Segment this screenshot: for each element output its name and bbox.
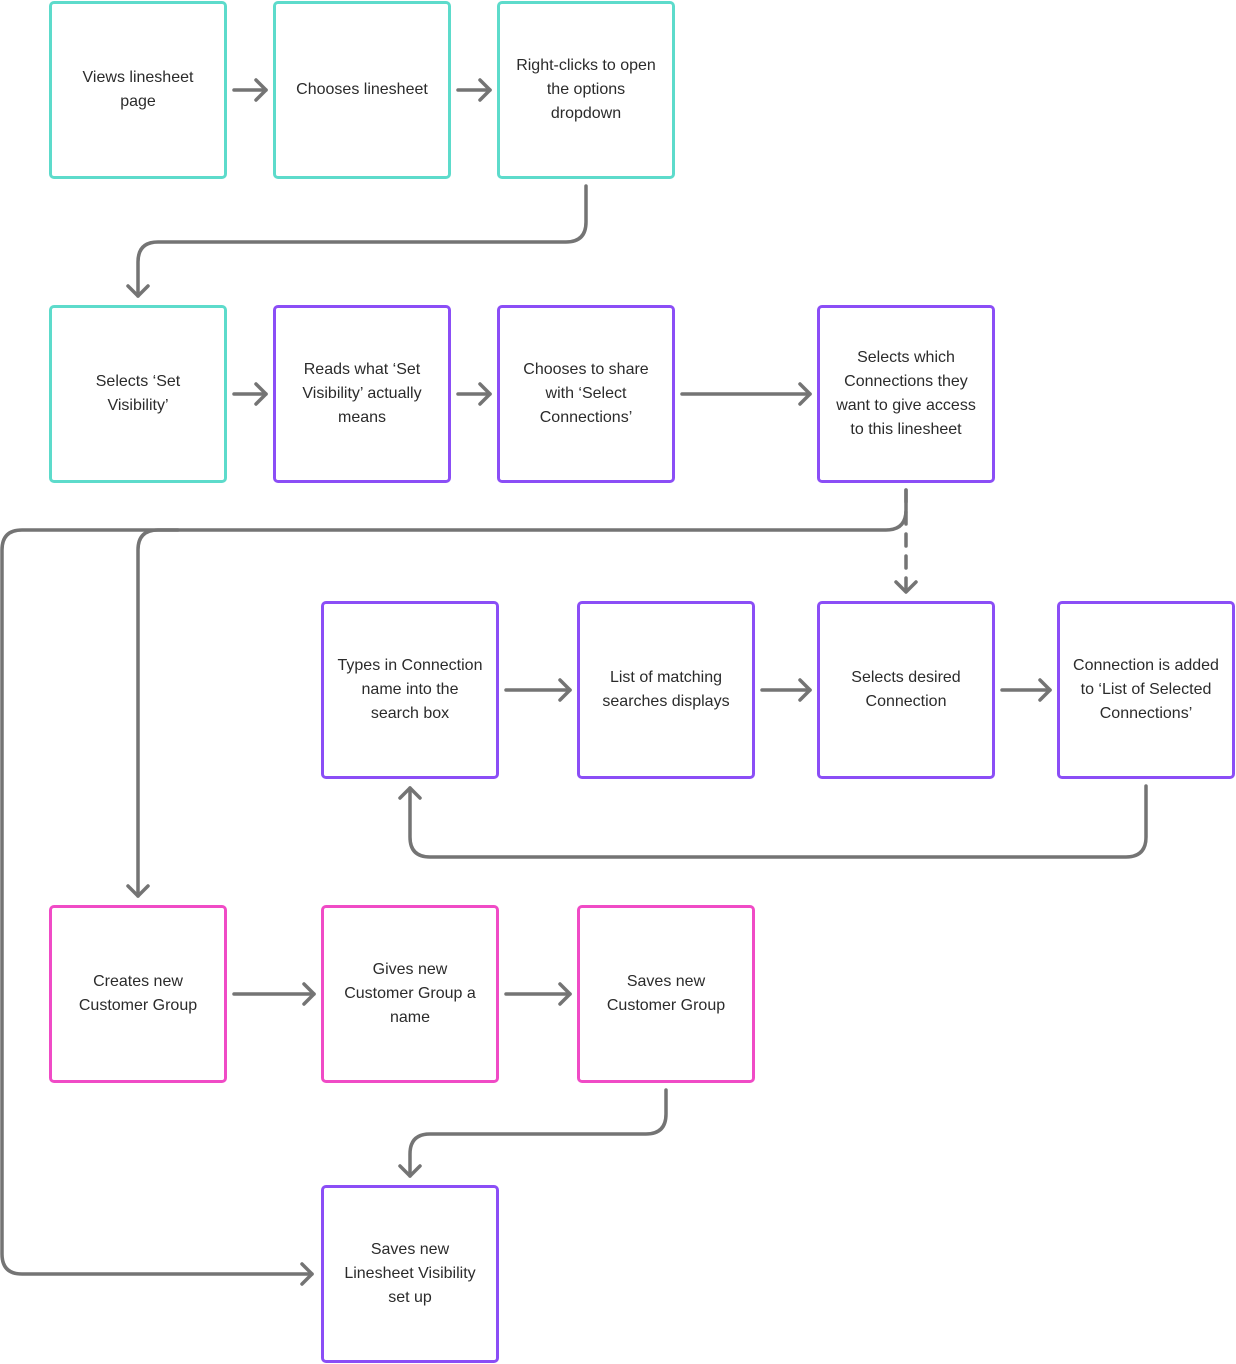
node-chooses-select-connections: Chooses to share with ‘Select Connection… xyxy=(497,305,675,483)
node-label: Selects desired Connection xyxy=(851,669,961,710)
node-selects-desired-connection: Selects desired Connection xyxy=(817,601,995,779)
edge-n14-n15 xyxy=(398,1088,668,1178)
node-label: Connection is added to ‘List of Selected… xyxy=(1073,657,1219,722)
node-chooses-linesheet: Chooses linesheet xyxy=(273,1,451,179)
node-label: Views linesheet page xyxy=(82,69,194,110)
node-names-customer-group: Gives new Customer Group a name xyxy=(321,905,499,1083)
node-label: Right-clicks to open the options dropdow… xyxy=(516,57,656,122)
node-list-matching-searches: List of matching searches displays xyxy=(577,601,755,779)
node-label: Chooses linesheet xyxy=(296,81,428,98)
node-label: Selects ‘Set Visibility’ xyxy=(95,373,181,414)
node-label: Reads what ‘Set Visibility’ actually mea… xyxy=(302,361,422,426)
node-saves-customer-group: Saves new Customer Group xyxy=(577,905,755,1083)
node-label: Creates new Customer Group xyxy=(78,973,198,1014)
edge-n3-n4 xyxy=(126,184,588,298)
node-reads-set-visibility: Reads what ‘Set Visibility’ actually mea… xyxy=(273,305,451,483)
node-views-linesheet-page: Views linesheet page xyxy=(49,1,227,179)
edge-n11-n8-loop xyxy=(398,784,1148,859)
node-label: List of matching searches displays xyxy=(602,669,730,710)
node-label: Chooses to share with ‘Select Connection… xyxy=(523,361,649,426)
node-connection-added: Connection is added to ‘List of Selected… xyxy=(1057,601,1235,779)
node-selects-which-connections: Selects which Connections they want to g… xyxy=(817,305,995,483)
node-label: Saves new Customer Group xyxy=(606,973,726,1014)
node-right-clicks-options: Right-clicks to open the options dropdow… xyxy=(497,1,675,179)
edge-n7-n12 xyxy=(126,528,180,898)
node-selects-set-visibility: Selects ‘Set Visibility’ xyxy=(49,305,227,483)
node-creates-customer-group: Creates new Customer Group xyxy=(49,905,227,1083)
node-label: Selects which Connections they want to g… xyxy=(836,349,976,438)
node-label: Gives new Customer Group a name xyxy=(344,961,476,1026)
node-label: Types in Connection name into the search… xyxy=(337,657,483,722)
node-types-connection-name: Types in Connection name into the search… xyxy=(321,601,499,779)
node-saves-linesheet-visibility: Saves new Linesheet Visibility set up xyxy=(321,1185,499,1363)
edge-n7-n15 xyxy=(0,488,908,1286)
node-label: Saves new Linesheet Visibility set up xyxy=(344,1241,476,1306)
